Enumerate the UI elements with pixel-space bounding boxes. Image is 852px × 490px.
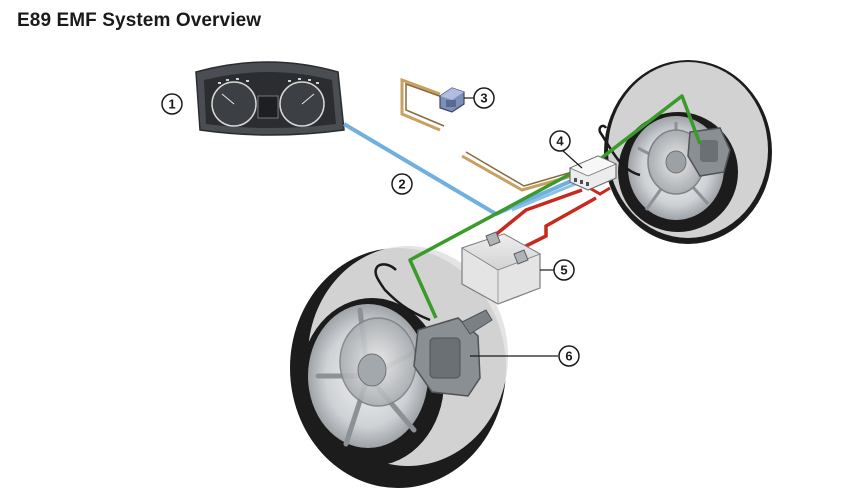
callout-number: 2 [398,177,405,192]
battery [461,231,541,305]
callout-number: 5 [560,263,567,278]
power-line-1 [492,188,583,238]
parking-brake-switch [439,87,465,113]
callout-3: 3 [464,87,495,109]
switch-wire-lower [461,154,573,192]
callout-number: 1 [168,97,175,112]
switch-wire-upper [400,77,441,132]
callout-circle [553,259,575,281]
lower-actuator-line [408,170,575,319]
callout-circle [391,173,413,195]
callout-circle [549,130,571,152]
callout-1: 1 [161,93,183,115]
lower-wheel [290,246,508,488]
callout-2: 2 [391,173,413,195]
callout-5: 5 [540,259,575,281]
upper-wheel [598,60,772,244]
emf-control-unit [569,155,617,191]
callout-circle [473,87,495,109]
callout-number: 4 [556,134,564,149]
callout-number: 6 [565,349,572,364]
callout-6: 6 [470,345,580,367]
callout-4: 4 [549,130,583,169]
page-title: E89 EMF System Overview [17,10,262,31]
callout-circle [161,93,183,115]
callout-circle [558,345,580,367]
power-line-2 [521,196,597,250]
instrument-cluster [195,61,345,136]
upper-actuator-line [576,94,702,178]
callout-number: 3 [480,91,487,106]
can-bus-line [342,122,579,216]
